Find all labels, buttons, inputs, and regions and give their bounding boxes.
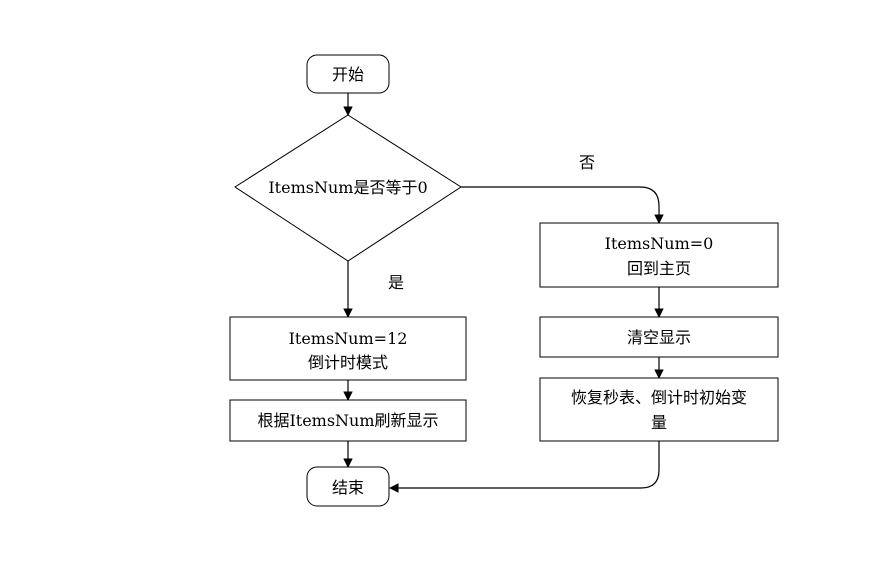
countdown-line-1: ItemsNum=12 — [289, 329, 408, 348]
decision-label: ItemsNum是否等于0 — [268, 178, 427, 197]
edge-decision-no — [461, 186, 664, 224]
edge-restore-to-end — [389, 441, 660, 493]
end-node: 结束 — [306, 466, 390, 507]
reset-line-1: ItemsNum=0 — [605, 234, 714, 253]
refresh-display-node: 根据ItemsNum刷新显示 — [229, 399, 467, 442]
end-label: 结束 — [332, 478, 364, 497]
yes-label: 是 — [388, 273, 404, 292]
start-label: 开始 — [332, 65, 364, 84]
countdown-mode-node: ItemsNum=12 倒计时模式 — [229, 316, 467, 381]
restore-variables-node: 恢复秒表、倒计时初始变 量 — [539, 377, 779, 442]
restore-line-2: 量 — [651, 413, 667, 432]
start-node: 开始 — [306, 54, 390, 94]
countdown-line-2: 倒计时模式 — [308, 353, 388, 372]
decision-node: ItemsNum是否等于0 — [234, 114, 462, 262]
restore-line-1: 恢复秒表、倒计时初始变 — [571, 388, 747, 407]
clear-label: 清空显示 — [627, 328, 691, 347]
reset-line-2: 回到主页 — [627, 259, 691, 278]
clear-display-node: 清空显示 — [539, 316, 779, 358]
no-label: 否 — [579, 153, 595, 172]
edges — [343, 93, 664, 493]
reset-home-node: ItemsNum=0 回到主页 — [539, 222, 779, 288]
refresh-label: 根据ItemsNum刷新显示 — [257, 411, 438, 430]
